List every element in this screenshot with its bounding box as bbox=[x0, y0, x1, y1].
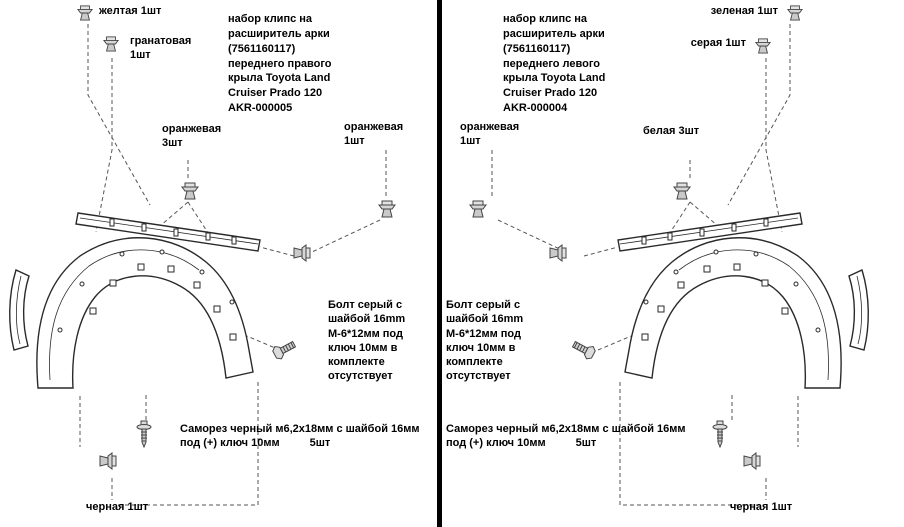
clip-position-marks bbox=[641, 218, 821, 341]
orange1-clip-label: оранжевая 1шт bbox=[344, 121, 404, 148]
green-clip-label: зеленая 1шт bbox=[710, 5, 778, 17]
white3-clip-label: белая 3шт bbox=[643, 125, 700, 137]
white3-clip-icon bbox=[672, 182, 692, 200]
bolt-note-right: Болт серый с шайбой 16mm М-6*12мм под кл… bbox=[446, 299, 524, 383]
kit-title-right-fender: набор клипс на расширитель арки (7561160… bbox=[228, 13, 332, 115]
bolt-note: Болт серый с шайбой 16mm М-6*12мм под кл… bbox=[328, 299, 406, 383]
garnet-clip-label: гранатовая 1шт bbox=[130, 35, 192, 62]
screw-note: Саморез черный м6,2х18мм с шайбой 16мм п… bbox=[180, 422, 432, 451]
black-screw-icon-right bbox=[712, 420, 728, 448]
orange1-clip-icon bbox=[377, 200, 397, 218]
black-screw-icon bbox=[136, 420, 152, 448]
yellow-clip-icon bbox=[76, 5, 94, 21]
connector-lines bbox=[491, 24, 799, 506]
orange3-clip-label: оранжевая 3шт bbox=[162, 123, 222, 150]
arch-clip-icon bbox=[293, 243, 311, 263]
orange1-clip-label-right: оранжевая 1шт bbox=[460, 121, 520, 148]
front-left-fender-flare-drawing bbox=[491, 24, 869, 506]
connector-lines bbox=[79, 24, 387, 506]
kit-title-left-fender: набор клипс на расширитель арки (7561160… bbox=[503, 13, 606, 115]
garnet-clip-icon bbox=[102, 36, 120, 52]
orange3-clip-icon bbox=[180, 182, 200, 200]
screw-qty: 5шт bbox=[309, 437, 331, 450]
black-clip-icon bbox=[99, 451, 117, 471]
gray-clip-label: серая 1шт bbox=[690, 37, 746, 49]
black-clip-label: черная 1шт bbox=[86, 501, 149, 513]
fender-flare-outline bbox=[617, 212, 869, 389]
yellow-clip-label: желтая 1шт bbox=[99, 5, 162, 17]
green-clip-icon bbox=[786, 5, 804, 21]
black-clip-label-right: черная 1шт bbox=[730, 501, 793, 513]
screw-note-right: Саморез черный м6,2х18мм с шайбой 16мм п… bbox=[446, 422, 698, 451]
screw-note-text-right: Саморез черный м6,2х18мм с шайбой 16мм п… bbox=[446, 423, 686, 450]
clip-position-marks bbox=[57, 218, 237, 341]
gray-clip-icon bbox=[754, 38, 772, 54]
panel-divider bbox=[437, 0, 442, 527]
arch-clip-icon-right bbox=[549, 243, 567, 263]
screw-qty-right: 5шт bbox=[575, 437, 597, 450]
front-right-fender-flare-drawing bbox=[9, 24, 387, 506]
black-clip-icon-right bbox=[743, 451, 761, 471]
screw-note-text: Саморез черный м6,2х18мм с шайбой 16мм п… bbox=[180, 423, 420, 450]
fender-flare-outline bbox=[9, 212, 261, 389]
orange1-clip-icon-right bbox=[468, 200, 488, 218]
